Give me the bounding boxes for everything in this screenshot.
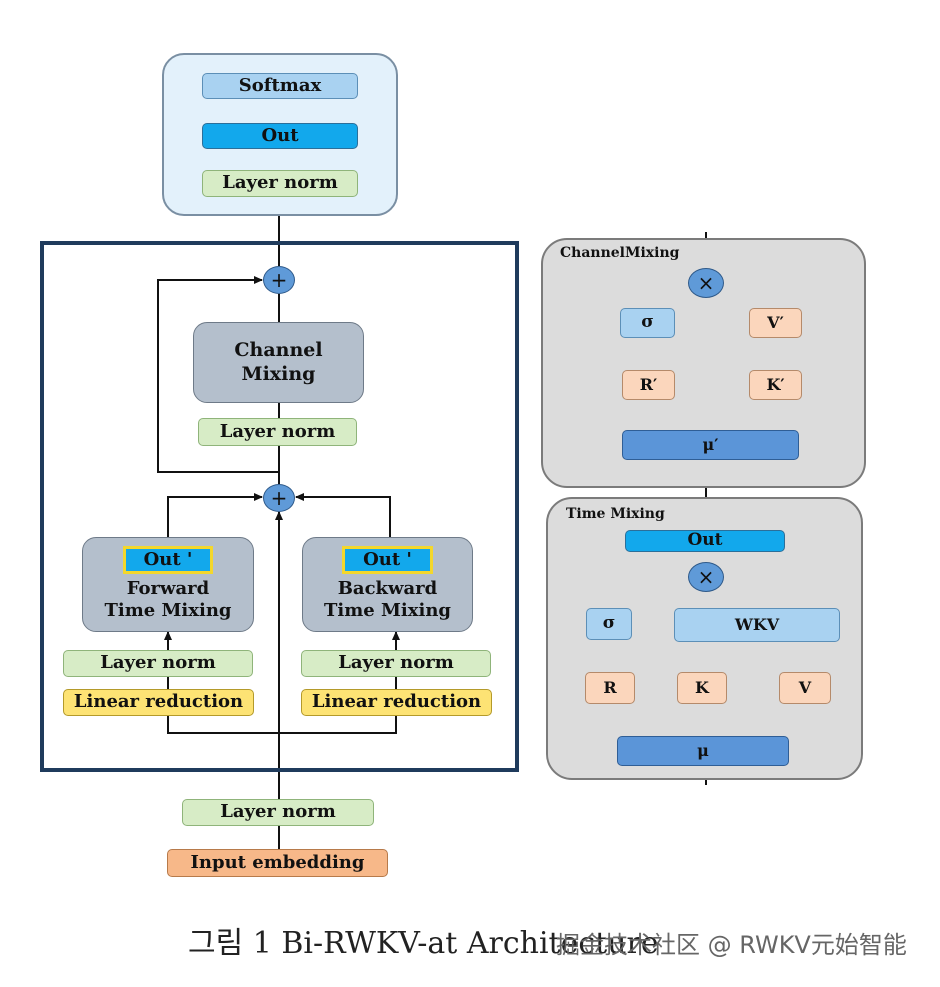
- mid-layer-norm-box: Layer norm: [198, 418, 357, 446]
- channel-mixing-panel-title: ChannelMixing: [560, 245, 680, 261]
- bottom-layer-norm-box: Layer norm: [182, 799, 374, 826]
- backward-time-mixing-box: Out ' Backward Time Mixing: [302, 537, 473, 632]
- wkv-box: WKV: [674, 608, 840, 642]
- channel-mixing-label: Channel Mixing: [234, 338, 323, 385]
- head-out-box: Out: [202, 123, 358, 149]
- forward-layer-norm-box: Layer norm: [63, 650, 253, 677]
- time-multiply-node: ×: [688, 562, 724, 592]
- time-k-box: K: [677, 672, 727, 704]
- channel-mu-prime-box: μ′: [622, 430, 799, 460]
- watermark-text: 掘金技术社区 @ RWKV元始智能: [556, 931, 907, 959]
- time-out-box: Out: [625, 530, 785, 552]
- backward-layer-norm-box: Layer norm: [301, 650, 491, 677]
- backward-linear-reduction-box: Linear reduction: [301, 689, 492, 716]
- add-node-top: +: [263, 266, 295, 294]
- backward-time-mixing-label: Backward Time Mixing: [323, 577, 451, 622]
- forward-time-mixing-box: Out ' Forward Time Mixing: [82, 537, 254, 632]
- time-r-box: R: [585, 672, 635, 704]
- time-sigma-box: σ: [586, 608, 632, 640]
- backward-out-prime-label: Out ': [342, 546, 433, 574]
- head-layer-norm-box: Layer norm: [202, 170, 358, 197]
- bi-rwkv-block-frame: [40, 241, 519, 772]
- time-mixing-panel-title: Time Mixing: [566, 506, 665, 522]
- channel-multiply-node: ×: [688, 268, 724, 298]
- forward-time-mixing-label: Forward Time Mixing: [104, 577, 232, 622]
- time-mu-box: μ: [617, 736, 789, 766]
- time-v-box: V: [779, 672, 831, 704]
- softmax-box: Softmax: [202, 73, 358, 99]
- input-embedding-box: Input embedding: [167, 849, 388, 877]
- channel-k-prime-box: K′: [749, 370, 802, 400]
- channel-v-prime-box: V′: [749, 308, 802, 338]
- figure-caption: 그림 1 Bi-RWKV-at Architecture: [188, 926, 659, 961]
- channel-r-prime-box: R′: [622, 370, 675, 400]
- channel-sigma-box: σ: [620, 308, 675, 338]
- forward-out-prime-label: Out ': [122, 546, 214, 574]
- add-node-middle: +: [263, 484, 295, 512]
- channel-mixing-box: Channel Mixing: [193, 322, 364, 403]
- forward-linear-reduction-box: Linear reduction: [63, 689, 254, 716]
